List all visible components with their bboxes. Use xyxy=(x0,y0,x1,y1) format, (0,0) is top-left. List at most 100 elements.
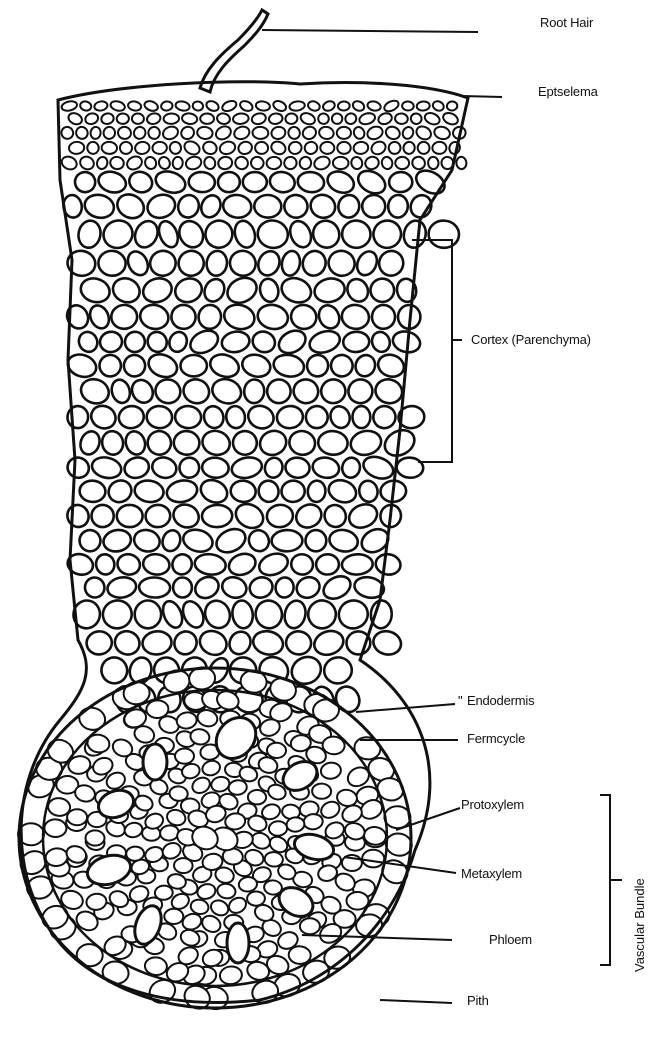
cell xyxy=(87,302,113,331)
cell xyxy=(431,100,445,113)
label-protoxylem: Protoxylem xyxy=(461,797,524,812)
cell xyxy=(100,112,114,125)
cell xyxy=(94,553,116,577)
cell xyxy=(217,155,234,170)
cell xyxy=(145,350,180,381)
cell xyxy=(272,99,288,113)
cell xyxy=(76,329,101,355)
cell xyxy=(100,598,134,632)
cell xyxy=(240,352,273,380)
cell xyxy=(324,168,357,197)
cell xyxy=(354,166,389,197)
cell xyxy=(245,402,277,432)
cell xyxy=(214,124,233,142)
cell xyxy=(179,124,196,141)
cell xyxy=(256,550,291,579)
cell xyxy=(377,111,394,126)
label-epiblema: Eptselema xyxy=(538,84,598,99)
cell xyxy=(315,302,343,332)
cell xyxy=(142,553,171,577)
cell xyxy=(317,112,330,125)
cell xyxy=(197,476,231,507)
cell xyxy=(99,355,121,377)
cell xyxy=(146,405,173,429)
cell xyxy=(369,216,405,252)
cell xyxy=(196,882,218,901)
cell xyxy=(124,248,152,278)
cell xyxy=(184,155,203,171)
cell xyxy=(364,155,381,171)
cell xyxy=(248,790,266,805)
cell xyxy=(323,656,354,686)
cell xyxy=(174,405,201,429)
cell xyxy=(78,375,113,407)
label-endodermis: Endodermis xyxy=(467,693,534,708)
cell xyxy=(316,554,339,575)
cell xyxy=(280,249,302,277)
cell xyxy=(90,126,101,139)
cell xyxy=(157,155,172,171)
cell xyxy=(351,99,366,112)
cell xyxy=(282,599,308,631)
cell xyxy=(132,113,144,124)
label-pericycle: Fermcycle xyxy=(467,731,525,746)
cell xyxy=(312,154,331,171)
cell xyxy=(281,191,311,221)
cell xyxy=(331,113,342,124)
cell xyxy=(167,330,190,355)
cell xyxy=(82,575,107,600)
cell xyxy=(140,275,175,306)
cell xyxy=(163,113,179,124)
cell xyxy=(113,190,148,223)
cell xyxy=(194,552,227,576)
cell xyxy=(138,302,171,332)
cell xyxy=(320,761,342,780)
cell xyxy=(296,170,325,193)
cell xyxy=(344,275,372,305)
cell xyxy=(230,479,257,503)
cell xyxy=(402,141,416,155)
cell xyxy=(121,353,147,379)
cell xyxy=(145,428,174,458)
cell xyxy=(78,275,113,306)
cell xyxy=(188,171,216,193)
cell xyxy=(389,172,413,192)
cell xyxy=(63,302,92,332)
cell xyxy=(341,219,372,249)
cell xyxy=(249,328,278,356)
cell xyxy=(100,429,125,456)
cell xyxy=(205,99,220,113)
cell xyxy=(278,274,315,307)
cell xyxy=(179,598,208,631)
cortex-cells xyxy=(59,99,467,717)
cell xyxy=(252,126,269,139)
cell xyxy=(305,530,326,552)
cell xyxy=(117,404,146,430)
cell xyxy=(322,100,336,113)
cell xyxy=(321,501,350,530)
cell xyxy=(312,276,347,305)
cell xyxy=(291,377,321,406)
cell xyxy=(139,577,171,598)
cell xyxy=(335,597,371,633)
cell xyxy=(229,428,260,459)
cell xyxy=(286,218,314,251)
label-pith: Pith xyxy=(467,993,489,1008)
cell xyxy=(219,574,249,601)
cell xyxy=(268,170,297,195)
cell xyxy=(209,375,244,407)
cell xyxy=(207,351,242,381)
cell xyxy=(255,218,290,251)
cell xyxy=(97,653,132,688)
cell xyxy=(201,404,226,431)
cell xyxy=(410,155,427,172)
cell xyxy=(201,140,218,156)
cortex-bracket xyxy=(412,240,452,462)
cell xyxy=(326,477,360,506)
cell xyxy=(256,427,290,459)
cell xyxy=(337,142,350,154)
cell xyxy=(373,376,405,406)
cell xyxy=(336,193,361,219)
cell xyxy=(341,554,373,576)
cell xyxy=(320,378,347,404)
